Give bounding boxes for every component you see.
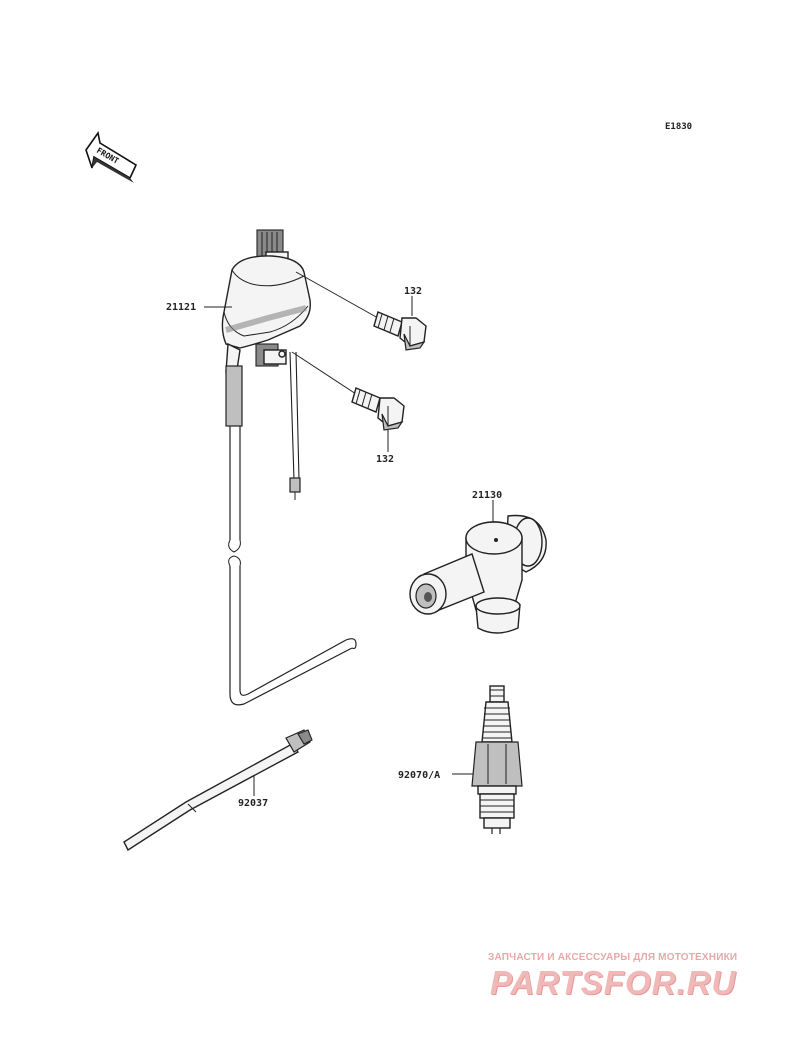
bolt-lower — [351, 387, 405, 431]
cable-tie — [123, 729, 313, 852]
watermark-subtitle: ЗАПЧАСТИ И АКСЕССУАРЫ ДЛЯ МОТОТЕХНИКИ — [488, 952, 738, 963]
diagram-code: E1830 — [665, 122, 692, 132]
watermark-brand: PARTSFOR.RU — [490, 964, 737, 1001]
part-label-21121: 21121 — [166, 302, 196, 313]
part-label-92070a: 92070/A — [398, 770, 440, 781]
spark-plug-cap — [409, 514, 547, 634]
front-arrow-icon: FRONT — [85, 131, 138, 183]
part-label-132-upper: 132 — [404, 286, 422, 297]
ignition-coil-assembly — [221, 229, 357, 706]
bolt-upper — [373, 311, 427, 351]
spark-plug — [471, 685, 523, 834]
part-label-132-lower: 132 — [376, 454, 394, 465]
part-label-21130: 21130 — [472, 490, 502, 501]
part-label-92037: 92037 — [238, 798, 268, 809]
